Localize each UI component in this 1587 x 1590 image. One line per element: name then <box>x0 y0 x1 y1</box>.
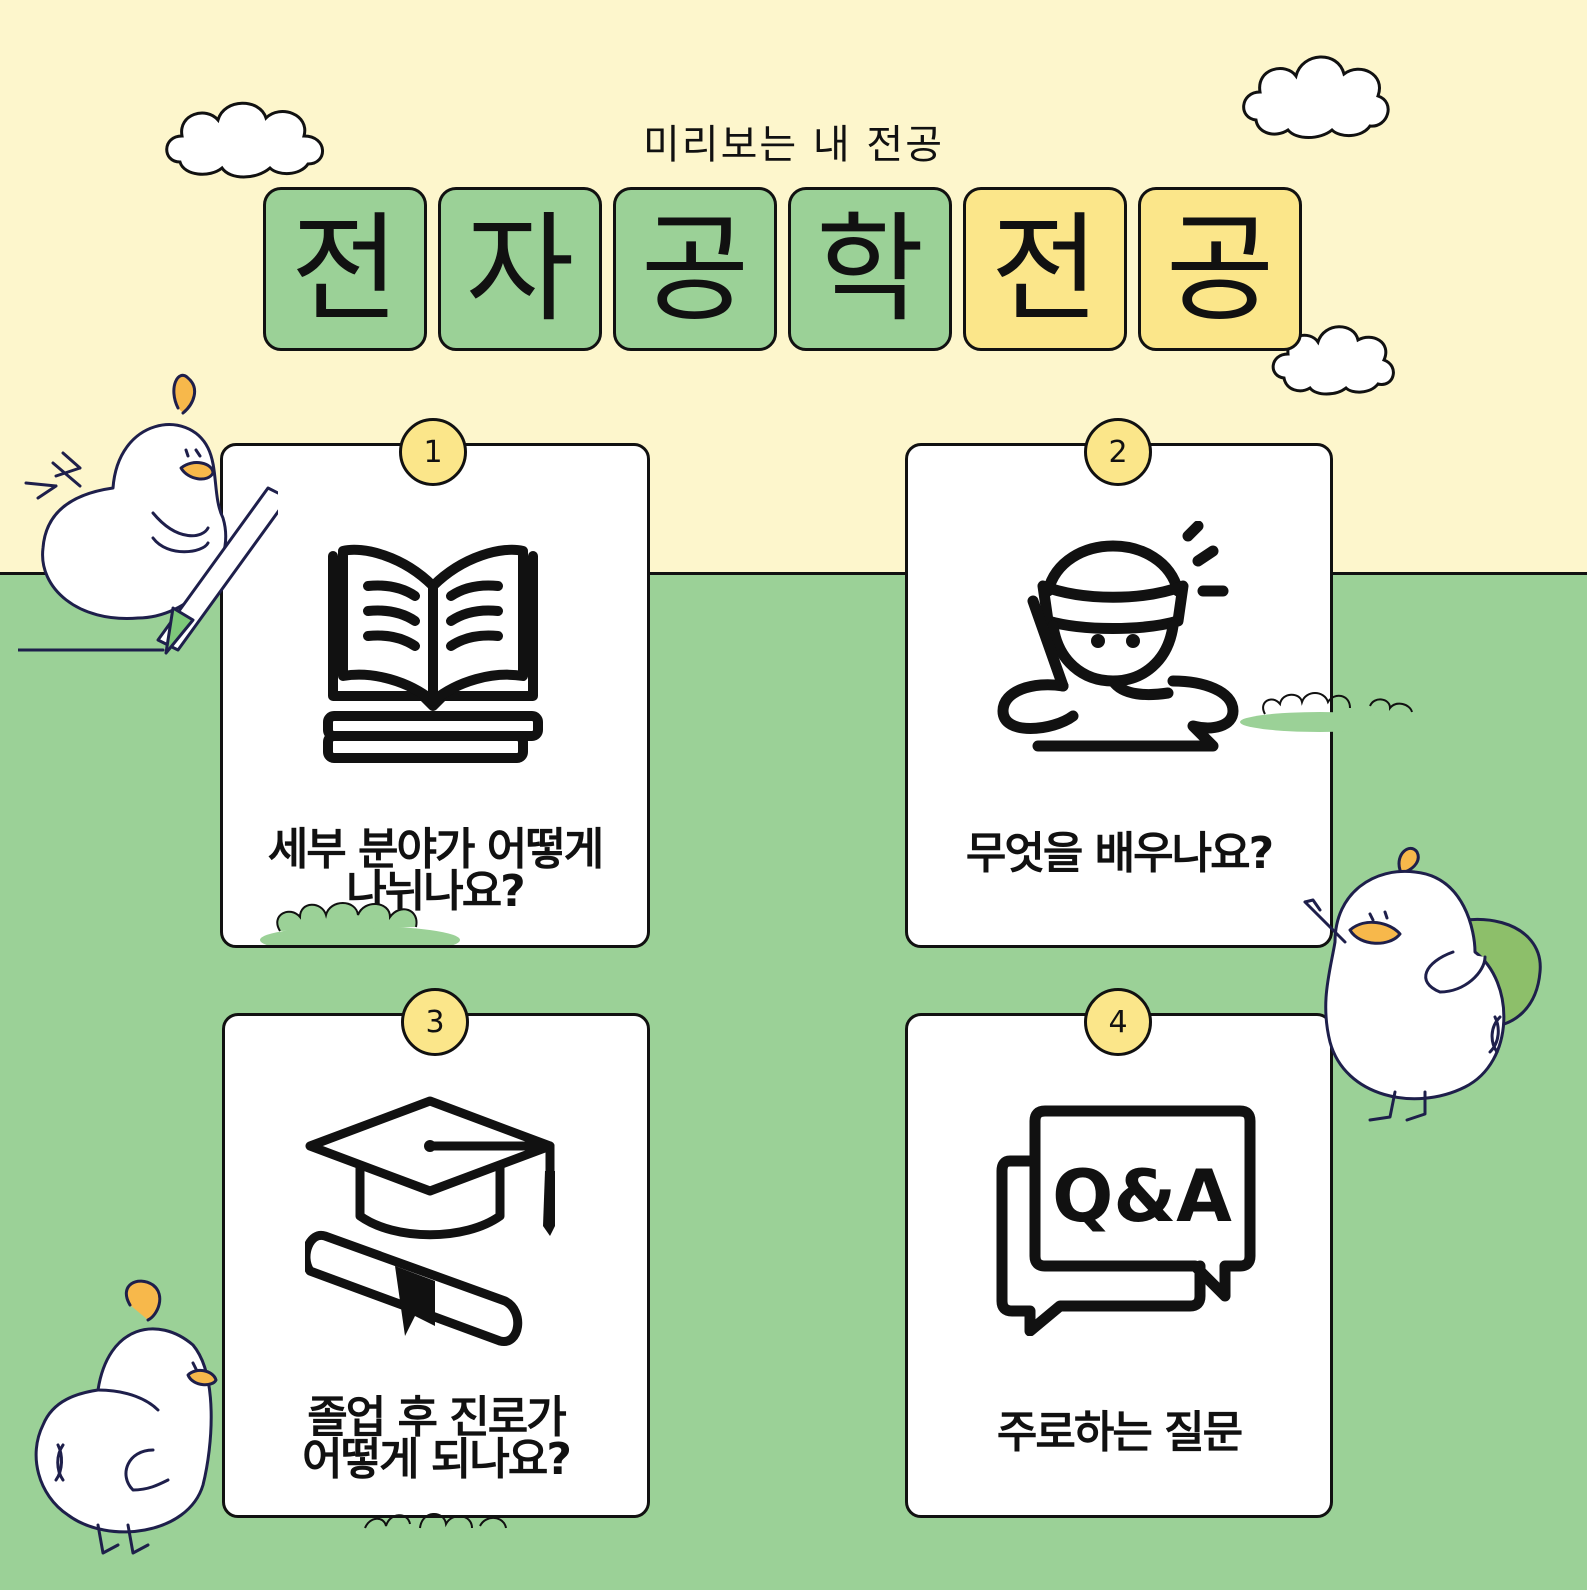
page-subtitle: 미리보는 내 전공 <box>642 122 945 168</box>
card-faq[interactable]: Q&A 주로하는 질문 <box>905 1013 1333 1518</box>
chick-writing-icon <box>18 374 278 655</box>
card-number-badge: 3 <box>401 988 469 1056</box>
card-what-to-learn[interactable]: 무엇을 배우나요? <box>905 443 1333 948</box>
title-tile: 전 <box>963 187 1127 351</box>
cloud-icon <box>1242 55 1390 139</box>
cloud-icon <box>165 101 324 179</box>
bush-icon <box>260 902 460 945</box>
graduation-cap-diploma-icon <box>305 1096 555 1346</box>
card-number-badge: 2 <box>1084 418 1152 486</box>
card-subfields[interactable]: 세부 분야가 어떻게 나뉘나요? <box>220 443 650 948</box>
qa-chat-bubbles-icon: Q&A <box>996 1105 1256 1336</box>
title-tile: 공 <box>1138 187 1302 351</box>
card-question: 세부 분야가 어떻게 <box>267 824 604 875</box>
card-question: 주로하는 질문 <box>996 1407 1243 1458</box>
page-title: 전 자 공 학 전 공 <box>263 187 1302 351</box>
chick-backpack-icon <box>1303 846 1542 1122</box>
card-question: 어떻게 되나요? <box>302 1434 572 1485</box>
chick-walking-icon <box>34 1279 218 1555</box>
title-tile: 전 <box>263 187 427 351</box>
bush-icon <box>1240 692 1413 732</box>
open-book-icon <box>323 544 543 763</box>
card-number-badge: 4 <box>1084 988 1152 1056</box>
title-tile: 공 <box>613 187 777 351</box>
studying-person-icon <box>997 521 1239 752</box>
qa-icon-text: Q&A <box>1052 1154 1232 1238</box>
card-number-badge: 1 <box>399 418 467 486</box>
card-question: 졸업 후 진로가 <box>307 1392 567 1443</box>
title-tile: 학 <box>788 187 952 351</box>
title-tile: 자 <box>438 187 602 351</box>
card-question: 무엇을 배우나요? <box>965 828 1274 879</box>
bush-icon <box>364 1513 507 1529</box>
card-career-path[interactable]: 졸업 후 진로가 어떻게 되나요? <box>222 1013 650 1518</box>
